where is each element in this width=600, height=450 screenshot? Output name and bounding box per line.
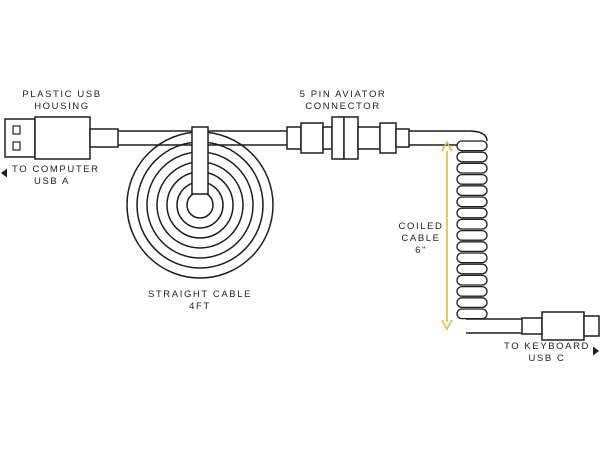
coiled-cable-loops [456, 140, 488, 320]
usb-a-strain-relief [89, 128, 119, 148]
coil-loop [456, 196, 488, 208]
coil-loop [456, 207, 488, 219]
aviator-connector [286, 116, 410, 160]
coil-loop [456, 173, 488, 185]
straight-cable-label-line2: 4FT [189, 301, 211, 312]
to-computer-label-line1: TO COMPUTER [12, 164, 100, 175]
coil-loop [456, 241, 488, 253]
arrow-right-icon [593, 346, 599, 356]
cable-strap [191, 126, 209, 195]
coil-loop [456, 229, 488, 241]
usb-c-connector [521, 311, 600, 341]
aviator-label-line2: CONNECTOR [305, 101, 380, 112]
straight-cable-label-line1: STRAIGHT CABLE [148, 289, 252, 300]
coiled-cable-label-line3: 6" [415, 245, 427, 256]
coil-loop [456, 162, 488, 174]
aviator-label-line1: 5 PIN AVIATOR [300, 89, 387, 100]
usb-a-pin-bottom [12, 141, 21, 151]
coiled-cable-label-line2: CABLE [401, 233, 440, 244]
coil-loop [456, 151, 488, 163]
coil-loop [456, 263, 488, 275]
coil-loop [456, 285, 488, 297]
coil-loop [456, 218, 488, 230]
usb-housing-label-line1: PLASTIC USB [22, 89, 101, 100]
to-computer-label-line2: USB A [34, 176, 70, 187]
coil-loop [456, 297, 488, 309]
coil-loop [456, 185, 488, 197]
usb-housing-label-line2: HOUSING [34, 101, 90, 112]
to-keyboard-label-line2: USB C [528, 353, 565, 364]
coiled-cable-label-line1: COILED [399, 221, 444, 232]
plastic-usb-housing [34, 116, 91, 160]
coil-length-dimension [441, 140, 453, 331]
dimension-arrow-bottom [441, 319, 453, 331]
usb-a-pin-top [12, 125, 21, 135]
usb-a-connector [4, 116, 119, 160]
coil-loop [456, 308, 488, 320]
usb-a-plug [4, 118, 36, 158]
coil-loop [456, 140, 488, 152]
arrow-left-icon [1, 168, 7, 178]
to-keyboard-label-line1: TO KEYBOARD [504, 341, 590, 352]
coil-loop [456, 274, 488, 286]
cable-to-coil-top [409, 130, 488, 142]
coil-loop [456, 252, 488, 264]
straight-cable-coil [126, 126, 274, 279]
dimension-arrow-top [441, 140, 453, 152]
